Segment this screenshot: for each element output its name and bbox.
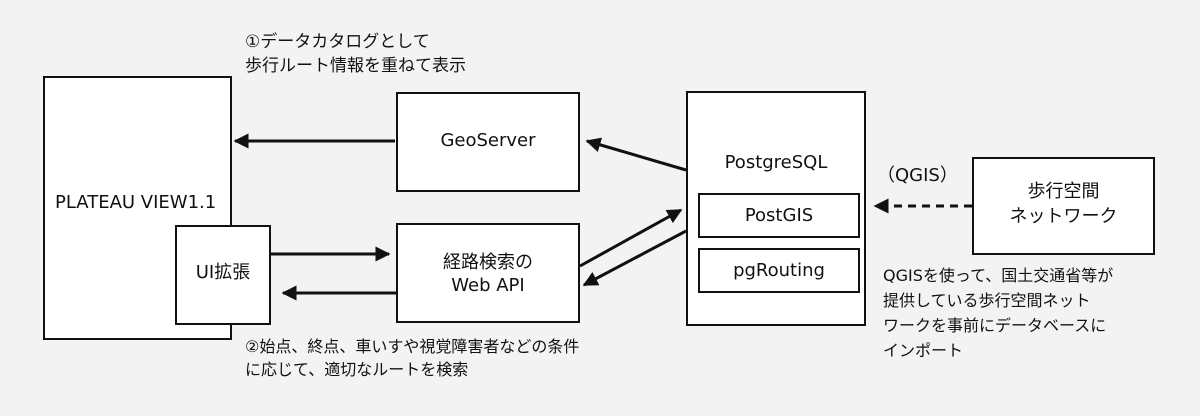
import-note-line4: インポート bbox=[883, 341, 964, 360]
postgresql-to-geoserver-arrow bbox=[585, 137, 687, 172]
api-to-postgresql-arrow bbox=[579, 208, 683, 268]
route-api-box bbox=[396, 223, 580, 323]
import-note-line3: ワークを事前にデータベースに bbox=[883, 316, 1107, 335]
search-note-line1: ②始点、終点、車いすや視覚障害者などの条件 bbox=[245, 337, 580, 356]
walking-network-label-line1: 歩行空間 bbox=[1027, 181, 1100, 202]
walking-network-label-line2: ネットワーク bbox=[1009, 206, 1118, 227]
pgrouting-box bbox=[698, 248, 860, 293]
postgresql-to-api-arrow bbox=[582, 229, 687, 287]
postgresql-label: PostgreSQL bbox=[724, 152, 828, 173]
route-api-label-line1: 経路検索の bbox=[443, 252, 533, 273]
pgrouting-label: pgRouting bbox=[733, 260, 825, 281]
postgis-box bbox=[698, 193, 860, 238]
walking-network-box bbox=[972, 157, 1155, 255]
catalog-note-line2: 歩行ルート情報を重ねて表示 bbox=[245, 56, 466, 76]
qgis-note: （QGIS） bbox=[877, 165, 958, 186]
import-note-line2: 提供している歩行空間ネット bbox=[883, 291, 1091, 310]
ui-extension-box bbox=[175, 225, 271, 325]
plateau-view-label: PLATEAU VIEW1.1 bbox=[55, 192, 217, 213]
geoserver-label: GeoServer bbox=[440, 130, 536, 151]
ui-extension-label: UI拡張 bbox=[195, 262, 251, 283]
catalog-note-line1: ①データカタログとして bbox=[245, 32, 430, 52]
search-note-line2: に応じて、適切なルートを検索 bbox=[245, 360, 469, 379]
import-note-line1: QGISを使って、国土交通省等が bbox=[883, 266, 1114, 285]
postgis-label: PostGIS bbox=[744, 205, 814, 226]
route-api-label-line2: Web API bbox=[451, 275, 525, 296]
geoserver-box bbox=[396, 92, 580, 192]
